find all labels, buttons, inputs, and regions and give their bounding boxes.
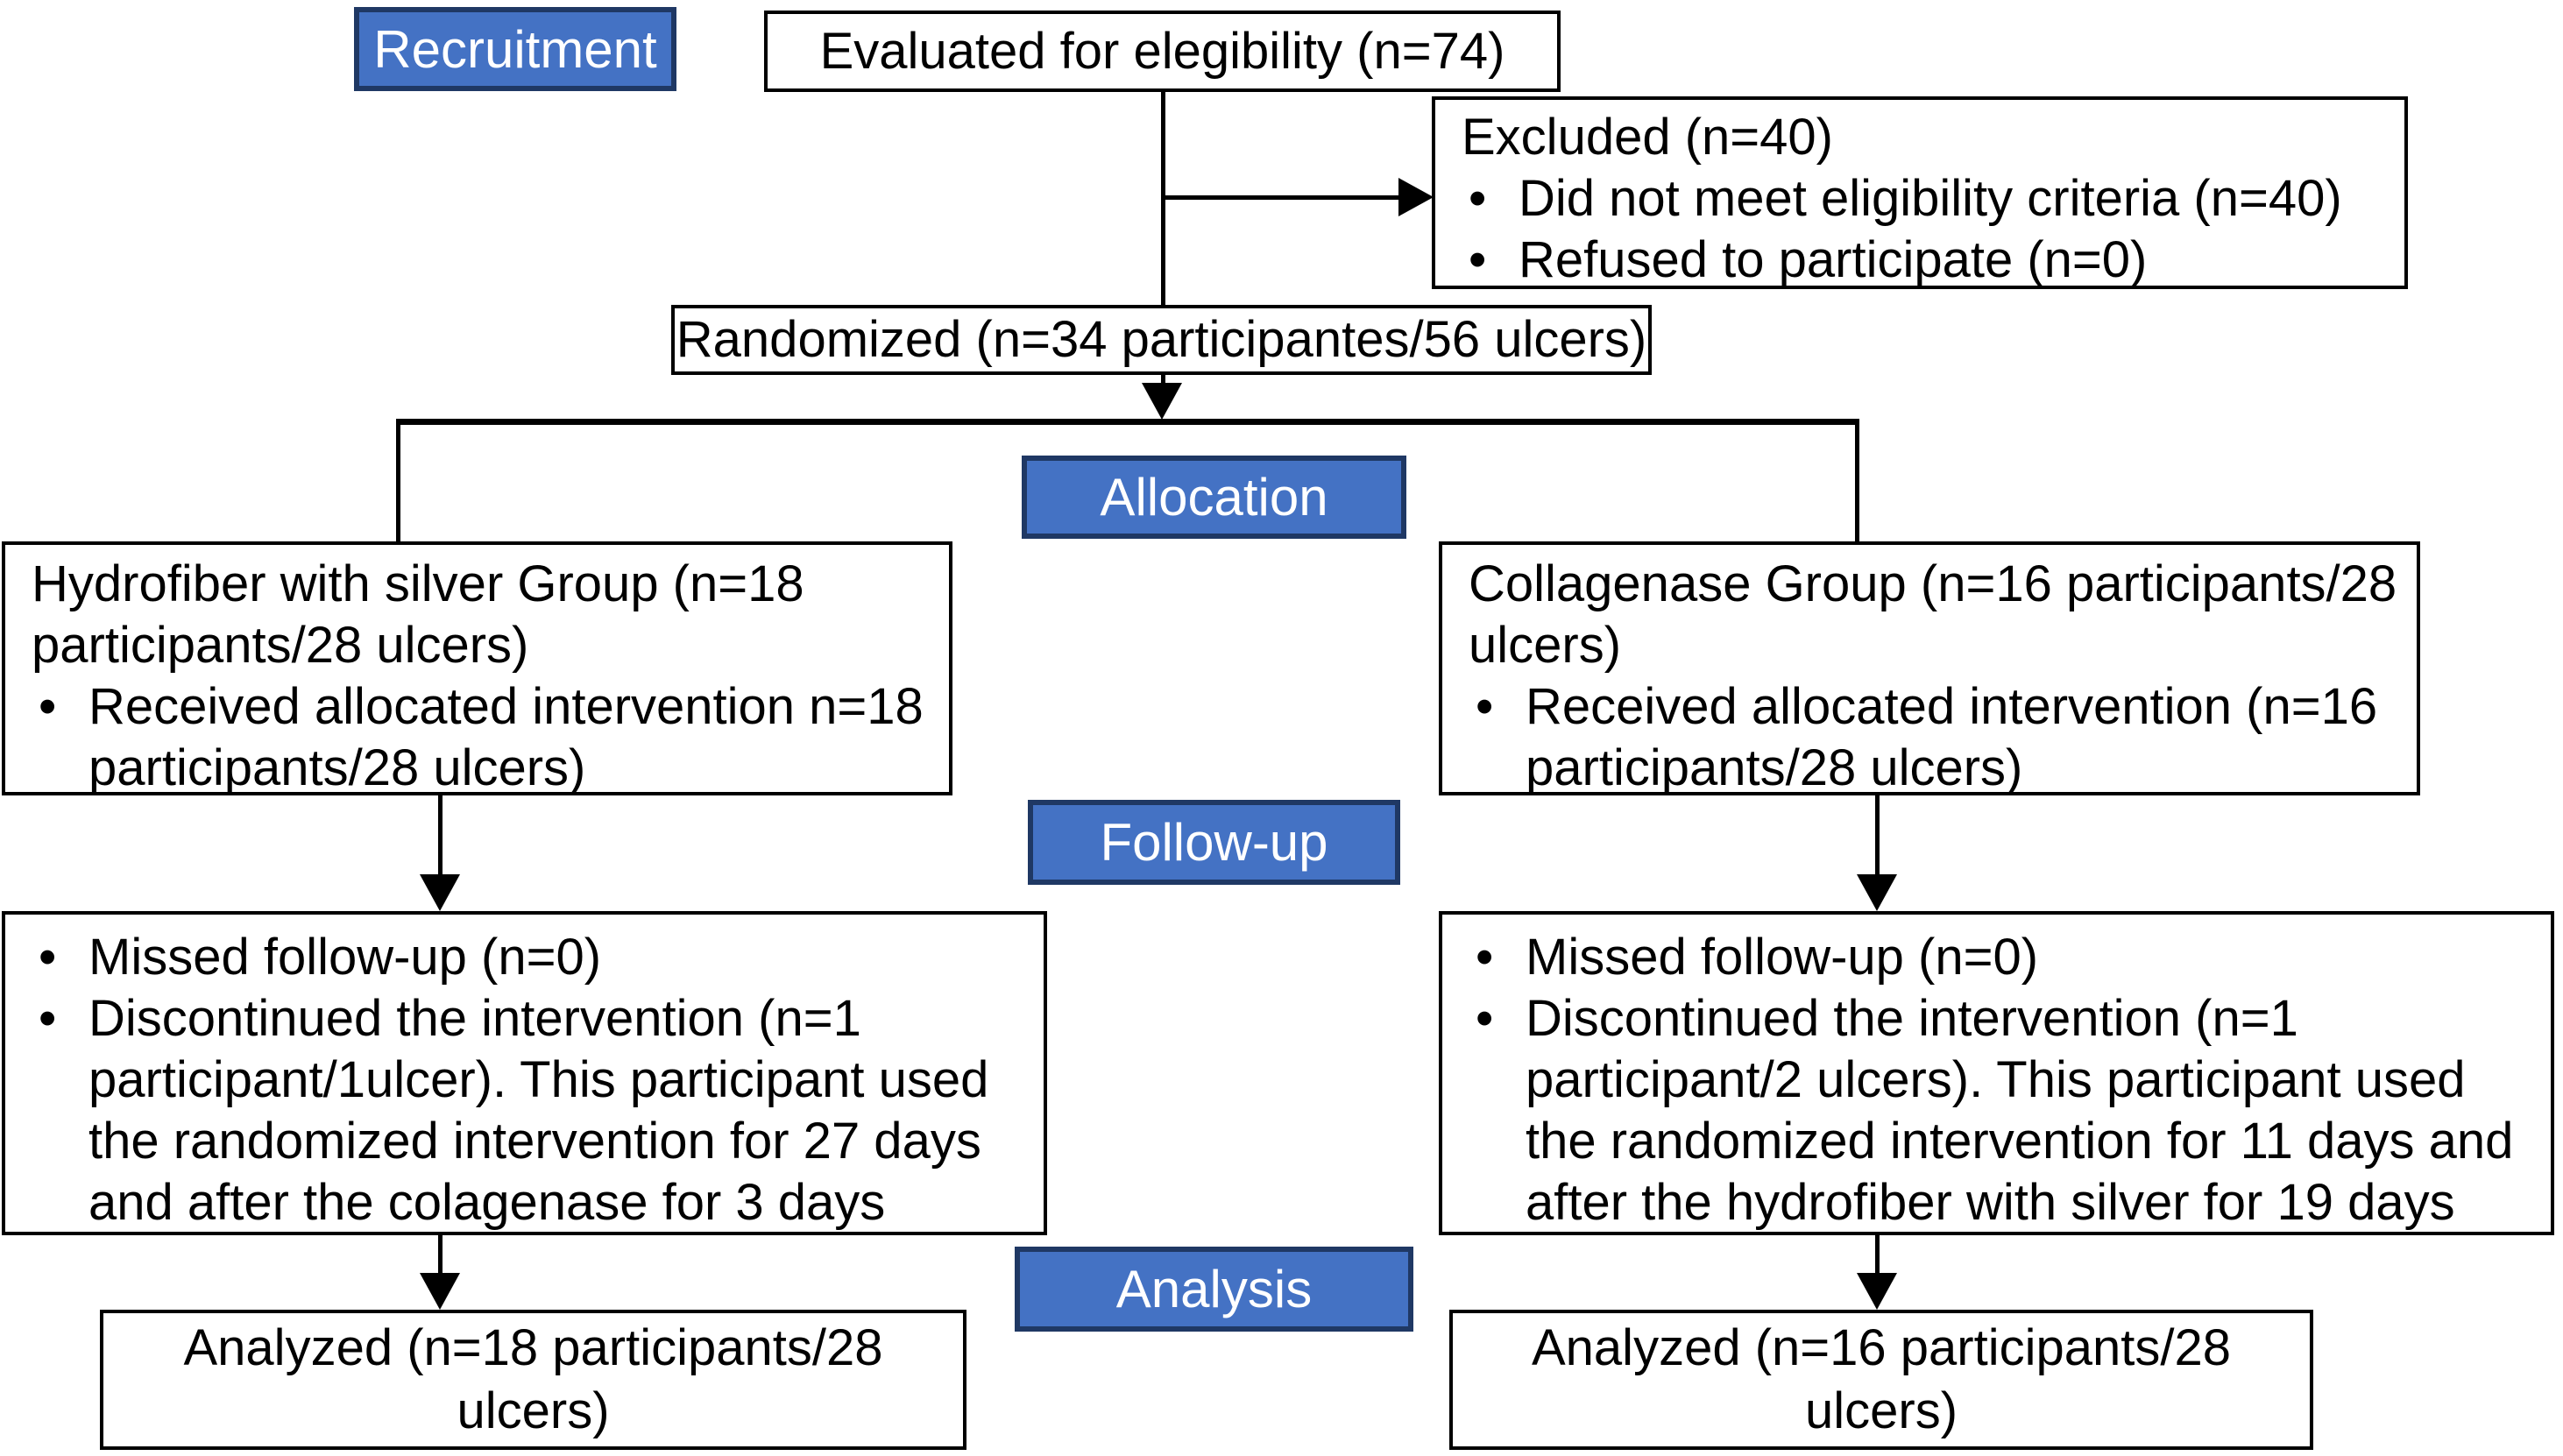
hydrofiber-followup-bullet-1: Missed follow-up (n=0) bbox=[5, 927, 1044, 988]
bullet-icon bbox=[1435, 230, 1519, 291]
arrowhead-analyzed-left-icon bbox=[420, 1273, 460, 1310]
stage-label-follow-up-text: Follow-up bbox=[1100, 813, 1328, 872]
connector-randomized-branch bbox=[1161, 373, 1165, 391]
connector-group-followup-left bbox=[438, 794, 443, 876]
excluded-box: Excluded (n=40) Did not meet eligibility… bbox=[1432, 96, 2408, 289]
connector-followup-analyzed-right bbox=[1875, 1233, 1880, 1274]
connector-followup-analyzed-left bbox=[438, 1233, 443, 1274]
randomized-text: Randomized (n=34 participantes/56 ulcers… bbox=[676, 311, 1647, 368]
bullet-icon bbox=[1442, 927, 1526, 988]
connector-to-excluded bbox=[1163, 195, 1399, 200]
collagenase-group-title: Collagenase Group (n=16 participants/28 … bbox=[1469, 555, 2397, 674]
collagenase-group-bullet-1: Received allocated intervention (n=16 pa… bbox=[1442, 676, 2417, 799]
hydrofiber-group-bullet-1: Received allocated intervention n=18 par… bbox=[5, 676, 949, 799]
hydrofiber-analyzed-box: Analyzed (n=18 participants/28 ulcers) bbox=[100, 1310, 966, 1450]
hydrofiber-followup-bullet-2: Discontinued the intervention (n=1 parti… bbox=[5, 988, 1044, 1233]
evaluated-box: Evaluated for elegibility (n=74) bbox=[764, 11, 1561, 92]
stage-label-analysis-text: Analysis bbox=[1115, 1260, 1313, 1318]
bullet-icon bbox=[5, 988, 89, 1050]
collagenase-analyzed-box: Analyzed (n=16 participants/28 ulcers) bbox=[1449, 1310, 2313, 1450]
branch-bar bbox=[396, 419, 1859, 425]
stage-label-allocation: Allocation bbox=[1022, 456, 1406, 539]
stage-label-recruitment-text: Recruitment bbox=[373, 19, 657, 79]
collagenase-analyzed-text: Analyzed (n=16 participants/28 ulcers) bbox=[1531, 1319, 2231, 1439]
hydrofiber-followup-box: Missed follow-up (n=0) Discontinued the … bbox=[2, 911, 1047, 1235]
branch-drop-right bbox=[1855, 425, 1859, 543]
hydrofiber-group-title: Hydrofiber with silver Group (n=18 parti… bbox=[32, 555, 804, 674]
excluded-bullet-2: Refused to participate (n=0) bbox=[1435, 230, 2404, 291]
stage-label-follow-up: Follow-up bbox=[1028, 800, 1400, 885]
bullet-icon bbox=[1442, 988, 1526, 1050]
arrowhead-followup-left-icon bbox=[420, 874, 460, 911]
collagenase-followup-box: Missed follow-up (n=0) Discontinued the … bbox=[1439, 911, 2554, 1235]
arrowhead-excluded-icon bbox=[1398, 178, 1434, 216]
bullet-icon bbox=[1435, 168, 1519, 230]
branch-drop-left bbox=[396, 425, 400, 543]
bullet-icon bbox=[5, 927, 89, 988]
arrowhead-branch-icon bbox=[1142, 383, 1182, 420]
excluded-bullet-1: Did not meet eligibility criteria (n=40) bbox=[1435, 168, 2404, 230]
stage-label-recruitment: Recruitment bbox=[354, 7, 676, 91]
evaluated-text: Evaluated for elegibility (n=74) bbox=[819, 22, 1505, 80]
hydrofiber-analyzed-text: Analyzed (n=18 participants/28 ulcers) bbox=[183, 1319, 883, 1439]
excluded-title: Excluded (n=40) bbox=[1462, 109, 1833, 166]
stage-label-analysis: Analysis bbox=[1015, 1247, 1413, 1332]
bullet-icon bbox=[1442, 676, 1526, 738]
collagenase-group-box: Collagenase Group (n=16 participants/28 … bbox=[1439, 541, 2420, 796]
connector-group-followup-right bbox=[1875, 794, 1880, 876]
collagenase-followup-bullet-2: Discontinued the intervention (n=1 parti… bbox=[1442, 988, 2551, 1233]
arrowhead-followup-right-icon bbox=[1857, 874, 1897, 911]
bullet-icon bbox=[5, 676, 89, 738]
collagenase-followup-bullet-1: Missed follow-up (n=0) bbox=[1442, 927, 2551, 988]
stage-label-allocation-text: Allocation bbox=[1100, 468, 1328, 527]
randomized-box: Randomized (n=34 participantes/56 ulcers… bbox=[671, 305, 1652, 375]
hydrofiber-group-box: Hydrofiber with silver Group (n=18 parti… bbox=[2, 541, 952, 796]
arrowhead-analyzed-right-icon bbox=[1857, 1273, 1897, 1310]
